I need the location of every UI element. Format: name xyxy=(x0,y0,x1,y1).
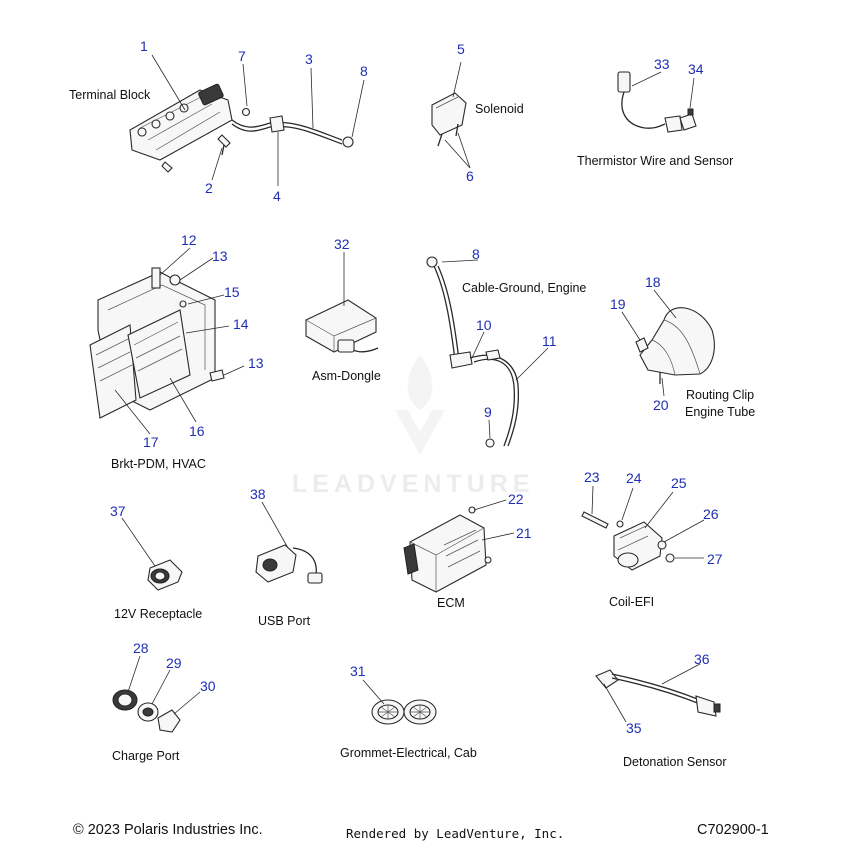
callout-12[interactable]: 12 xyxy=(181,232,197,248)
callout-37[interactable]: 37 xyxy=(110,503,126,519)
ecm-part xyxy=(403,506,492,593)
callout-27[interactable]: 27 xyxy=(707,551,723,567)
caption-terminal-block: Terminal Block xyxy=(69,88,151,102)
callout-36[interactable]: 36 xyxy=(694,651,710,667)
caption-engine-tube: Engine Tube xyxy=(685,405,756,419)
callout-22[interactable]: 22 xyxy=(508,491,524,507)
coil-efi-part xyxy=(581,511,675,571)
callout-1[interactable]: 1 xyxy=(140,38,148,54)
cable-3-part xyxy=(231,107,354,148)
callout-2[interactable]: 2 xyxy=(205,180,213,196)
caption-solenoid: Solenoid xyxy=(475,102,524,116)
receptacle-part xyxy=(147,559,183,591)
caption-routing-clip: Routing Clip xyxy=(686,388,755,402)
caption-ecm: ECM xyxy=(437,596,465,610)
callout-7[interactable]: 7 xyxy=(238,48,246,64)
callout-3[interactable]: 3 xyxy=(305,51,313,67)
callout-26[interactable]: 26 xyxy=(703,506,719,522)
callout-4[interactable]: 4 xyxy=(273,188,281,204)
callout-5[interactable]: 5 xyxy=(457,41,465,57)
callout-15[interactable]: 15 xyxy=(224,284,240,300)
callout-17[interactable]: 17 xyxy=(143,434,159,450)
callout-20[interactable]: 20 xyxy=(653,397,669,413)
callout-29[interactable]: 29 xyxy=(166,655,182,671)
caption-charge-port: Charge Port xyxy=(112,749,180,763)
callout-10[interactable]: 10 xyxy=(476,317,492,333)
detonation-sensor-part xyxy=(595,669,721,717)
callout-11[interactable]: 11 xyxy=(542,333,557,349)
callout-8-mid[interactable]: 8 xyxy=(472,246,480,262)
callout-33[interactable]: 33 xyxy=(654,56,670,72)
routing-clip-part xyxy=(635,307,715,384)
caption-thermistor: Thermistor Wire and Sensor xyxy=(577,154,734,168)
solenoid-part xyxy=(431,92,467,147)
callout-25[interactable]: 25 xyxy=(671,475,687,491)
grommet-part xyxy=(371,699,437,725)
caption-grommet: Grommet-Electrical, Cab xyxy=(340,746,477,760)
watermark-logo xyxy=(395,355,445,455)
screw-2-part xyxy=(217,134,231,156)
caption-brkt-pdm: Brkt-PDM, HVAC xyxy=(111,457,206,471)
callout-23[interactable]: 23 xyxy=(584,469,600,485)
callout-13-top[interactable]: 13 xyxy=(212,248,228,264)
caption-asm-dongle: Asm-Dongle xyxy=(312,369,381,383)
usb-port-part xyxy=(255,544,323,584)
callout-30[interactable]: 30 xyxy=(200,678,216,694)
callout-21[interactable]: 21 xyxy=(516,525,532,541)
footer-diagram-id: C702900-1 xyxy=(697,822,769,838)
caption-12v-receptacle: 12V Receptacle xyxy=(114,607,203,621)
callout-24[interactable]: 24 xyxy=(626,470,642,486)
callout-34[interactable]: 34 xyxy=(688,61,704,77)
cable-ground-part xyxy=(426,256,520,448)
callout-38[interactable]: 38 xyxy=(250,486,266,502)
callout-8-top[interactable]: 8 xyxy=(360,63,368,79)
footer-copyright: © 2023 Polaris Industries Inc. xyxy=(73,822,263,838)
callout-9[interactable]: 9 xyxy=(484,404,492,420)
callout-18[interactable]: 18 xyxy=(645,274,661,290)
callout-32[interactable]: 32 xyxy=(334,236,350,252)
watermark: LEADVENTURE xyxy=(292,470,535,498)
callout-19[interactable]: 19 xyxy=(610,296,626,312)
callout-6[interactable]: 6 xyxy=(466,168,474,184)
caption-usb-port: USB Port xyxy=(258,614,311,628)
caption-detonation-sensor: Detonation Sensor xyxy=(623,755,727,769)
callout-35[interactable]: 35 xyxy=(626,720,642,736)
callout-16[interactable]: 16 xyxy=(189,423,205,439)
callout-13-bottom[interactable]: 13 xyxy=(248,355,264,371)
caption-coil-efi: Coil-EFI xyxy=(609,595,655,609)
charge-port-part xyxy=(112,689,181,733)
caption-cable-ground: Cable-Ground, Engine xyxy=(462,281,587,295)
callout-31[interactable]: 31 xyxy=(350,663,366,679)
thermistor-part xyxy=(617,71,697,133)
brkt-pdm-part xyxy=(89,267,225,419)
callout-28[interactable]: 28 xyxy=(133,640,149,656)
footer-rendered-by: Rendered by LeadVenture, Inc. xyxy=(346,826,565,841)
callout-14[interactable]: 14 xyxy=(233,316,249,332)
asm-dongle-part xyxy=(305,299,379,353)
